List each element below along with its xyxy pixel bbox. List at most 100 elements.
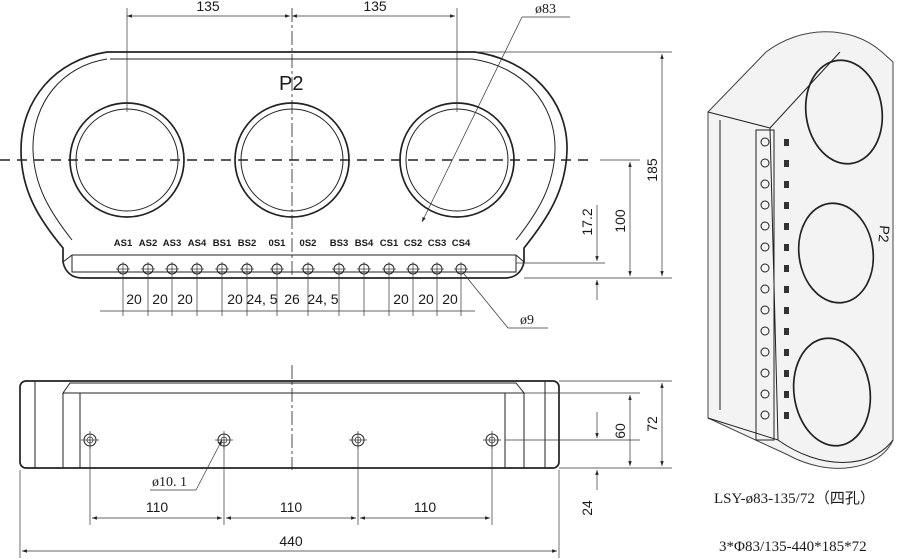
- iso-terminal-labels: [784, 139, 789, 419]
- iso-terminal-mark: [784, 370, 789, 377]
- iso-screw: [760, 347, 770, 357]
- dim-height-72: 72: [644, 416, 660, 432]
- terminal-screw: [382, 262, 396, 276]
- pitch-label: 24, 5: [307, 291, 338, 307]
- terminal-strip: [71, 254, 517, 273]
- pitch-label: 20: [227, 291, 243, 307]
- dim-height-24: 24: [579, 500, 595, 516]
- dim-top-spacing-left: 135: [196, 0, 220, 14]
- terminal-label: 0S1: [269, 238, 287, 249]
- bottom-body-outline: [19, 380, 560, 469]
- terminal-label: CS1: [380, 238, 399, 249]
- terminal-label: AS4: [188, 238, 207, 249]
- front-model-label: P2: [279, 73, 303, 95]
- iso-terminal-mark: [784, 307, 789, 314]
- pitch-marks: [122, 276, 462, 316]
- front-view: 135 135 P2 ø83 AS1 AS2 AS3 AS4 BS1 BS2 0S1 0S2 B…: [0, 0, 672, 329]
- terminal-screw: [141, 262, 155, 276]
- dim-total-length: 440: [279, 533, 303, 549]
- iso-screw: [760, 137, 770, 147]
- terminal-screw: [406, 262, 420, 276]
- iso-screw: [760, 326, 770, 336]
- terminal-label: BS4: [355, 238, 374, 249]
- terminal-label: 0S2: [300, 238, 317, 249]
- primary-hole-center: [234, 102, 350, 218]
- iso-terminal-mark: [784, 328, 789, 335]
- dim-top-spacing-right: 135: [363, 0, 387, 14]
- dim-spacing-3: 110: [414, 499, 437, 515]
- iso-hole-middle: [797, 202, 875, 304]
- terminal-screw: [454, 262, 468, 276]
- iso-screw: [760, 221, 770, 231]
- terminal-screw: [190, 262, 204, 276]
- pitch-label: 20: [177, 291, 193, 307]
- terminal-screw: [301, 262, 315, 276]
- pitch-label: 20: [393, 291, 409, 307]
- iso-hole-bottom: [792, 337, 872, 447]
- dim-height-center: 100: [612, 209, 628, 233]
- terminal-label: CS2: [404, 238, 422, 249]
- terminal-screw: [240, 262, 254, 276]
- iso-terminal-mark: [784, 349, 789, 356]
- dim-height-60: 60: [612, 423, 628, 439]
- terminal-label: AS3: [163, 238, 181, 249]
- pitch-label: 24, 5: [246, 291, 277, 307]
- dim-spacing-1: 110: [146, 499, 169, 515]
- iso-screw: [760, 179, 770, 189]
- caption-spec: 3*Φ83/135-440*185*72: [719, 539, 867, 555]
- terminal-screw: [270, 262, 284, 276]
- pitch-label: 20: [442, 291, 458, 307]
- front-body-inner-line: [110, 58, 556, 241]
- terminal-screw: [215, 262, 229, 276]
- terminal-screws: [116, 262, 468, 276]
- terminal-screw: [357, 262, 371, 276]
- terminal-screw: [116, 262, 130, 276]
- iso-terminal-mark: [784, 265, 789, 272]
- dim-height-terminal: 17.2: [579, 208, 595, 235]
- caption-model: LSY-ø83-135/72（四孔）: [714, 490, 875, 507]
- iso-terminal-mark: [784, 244, 789, 251]
- dim-height-total: 185: [644, 158, 660, 182]
- front-body-outline: [20, 51, 568, 279]
- iso-terminal-mark: [784, 139, 789, 146]
- iso-screw: [760, 368, 770, 378]
- iso-screw: [760, 305, 770, 315]
- mount-holes: [81, 431, 501, 449]
- iso-model-label: P2: [876, 225, 893, 244]
- terminal-label: BS1: [213, 238, 232, 249]
- iso-screw: [760, 242, 770, 252]
- dim-terminal-hole: ø9: [520, 313, 534, 328]
- iso-terminal-strip: [755, 129, 775, 441]
- terminal-label: BS2: [238, 238, 256, 249]
- iso-screw: [760, 410, 770, 420]
- terminal-label: BS3: [330, 238, 348, 249]
- iso-body-front: [707, 31, 894, 469]
- terminal-screw: [430, 262, 444, 276]
- iso-view: P2: [707, 31, 894, 469]
- pitch-label: 20: [126, 291, 142, 307]
- bottom-view: ø10. 1 110 110 110 440 72 60 24: [19, 365, 672, 558]
- terminal-label: AS2: [139, 238, 157, 249]
- terminal-label: AS1: [114, 238, 133, 249]
- iso-terminal-mark: [784, 202, 789, 209]
- terminal-label: CS3: [428, 238, 446, 249]
- primary-hole-left: [69, 102, 185, 218]
- pitch-label: 20: [152, 291, 168, 307]
- iso-terminal-mark: [784, 160, 789, 167]
- iso-screw: [760, 389, 770, 399]
- iso-screw: [760, 158, 770, 168]
- dim-hole-diameter: ø83: [535, 2, 556, 17]
- iso-terminal-mark: [784, 286, 789, 293]
- pitch-label: 20: [418, 291, 434, 307]
- iso-hole-top: [804, 59, 884, 165]
- iso-screw: [760, 284, 770, 294]
- iso-terminal-mark: [784, 181, 789, 188]
- iso-screw: [760, 263, 770, 273]
- iso-terminal-mark: [784, 412, 789, 419]
- iso-terminal-mark: [784, 391, 789, 398]
- iso-screw: [760, 200, 770, 210]
- terminal-screw: [165, 262, 179, 276]
- dim-mount-hole: ø10. 1: [152, 475, 187, 490]
